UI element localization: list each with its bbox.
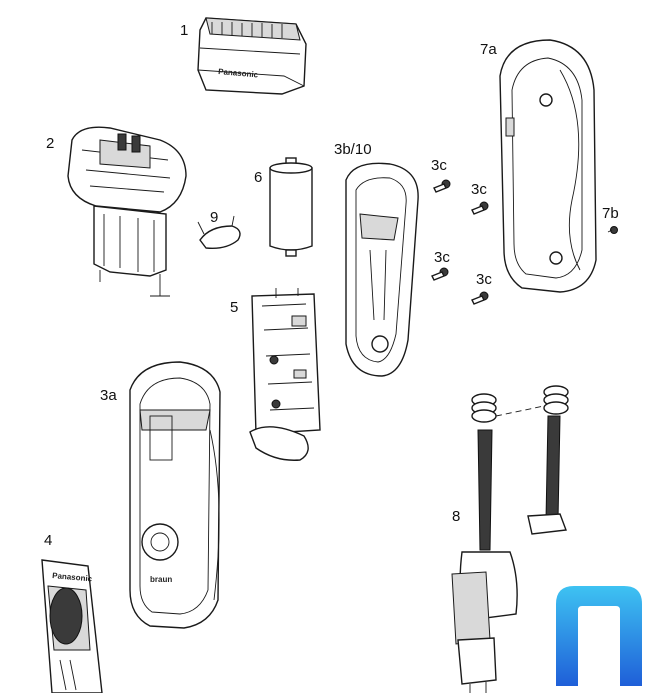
part-3a-front-housing: braun xyxy=(129,361,221,629)
screw-3c-4 xyxy=(471,291,489,305)
label-9: 9 xyxy=(210,209,218,226)
label-7a: 7a xyxy=(480,41,497,58)
label-3c-2: 3c xyxy=(471,181,487,198)
part-3c-screws xyxy=(431,179,489,305)
part-4-side-cover: Panasonic xyxy=(41,559,103,693)
part-3b-inner-chassis xyxy=(345,162,419,377)
label-4: 4 xyxy=(44,532,52,549)
label-2: 2 xyxy=(46,135,54,152)
part-9-spring-clip xyxy=(197,215,241,250)
spring-coil-right xyxy=(543,385,569,415)
label-1: 1 xyxy=(180,22,188,39)
label-3b-10: 3b/10 xyxy=(334,141,372,158)
part-2-shaver-head-frame xyxy=(67,126,187,297)
part-5-circuit-board xyxy=(249,288,321,461)
cover-brand-text: Panasonic xyxy=(52,571,93,584)
label-3c-4: 3c xyxy=(476,271,492,288)
brand-logo-icon xyxy=(556,586,642,686)
part-1-foil-cassette: Panasonic xyxy=(197,17,307,95)
screw-3c-2 xyxy=(471,201,489,215)
part-7b-screw xyxy=(607,226,618,234)
label-3c-3: 3c xyxy=(434,249,450,266)
label-5: 5 xyxy=(230,299,238,316)
part-7a-back-housing xyxy=(499,39,597,293)
label-8: 8 xyxy=(452,508,460,525)
screw-3c-3 xyxy=(431,267,449,281)
label-6: 6 xyxy=(254,169,262,186)
spring-coil-left xyxy=(471,393,497,423)
housing-brand-text: braun xyxy=(150,575,172,584)
cassette-brand-text: Panasonic xyxy=(218,67,259,80)
label-7b: 7b xyxy=(602,205,619,222)
part-8-power-cord xyxy=(451,385,569,693)
label-3c-1: 3c xyxy=(431,157,447,174)
screw-3c-1 xyxy=(433,179,451,193)
part-6-battery xyxy=(269,157,313,257)
label-3a: 3a xyxy=(100,387,117,404)
